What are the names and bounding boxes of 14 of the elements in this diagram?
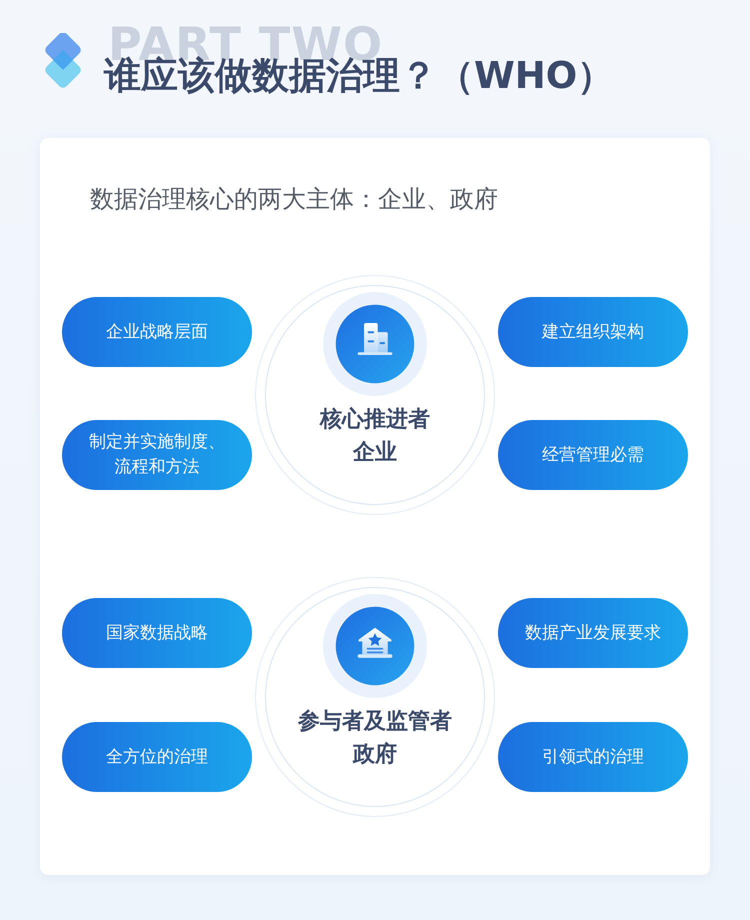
- topic-pill: 企业战略层面: [62, 297, 252, 367]
- content-card: [40, 138, 710, 875]
- topic-pill: 引领式的治理: [498, 722, 688, 792]
- entity-label: 政府: [353, 740, 397, 769]
- topic-pill: 国家数据战略: [62, 598, 252, 668]
- role-label: 参与者及监管者: [298, 708, 452, 736]
- topic-pill: 数据产业发展要求: [498, 598, 688, 668]
- topic-pill: 经营管理必需: [498, 420, 688, 490]
- topic-pill: 制定并实施制度、流程和方法: [62, 420, 252, 490]
- subtitle: 数据治理核心的两大主体：企业、政府: [90, 184, 498, 215]
- role-label: 核心推进者: [320, 406, 430, 434]
- entity-label: 企业: [353, 439, 397, 467]
- topic-pill: 建立组织架构: [498, 297, 688, 367]
- topic-pill: 全方位的治理: [62, 722, 252, 792]
